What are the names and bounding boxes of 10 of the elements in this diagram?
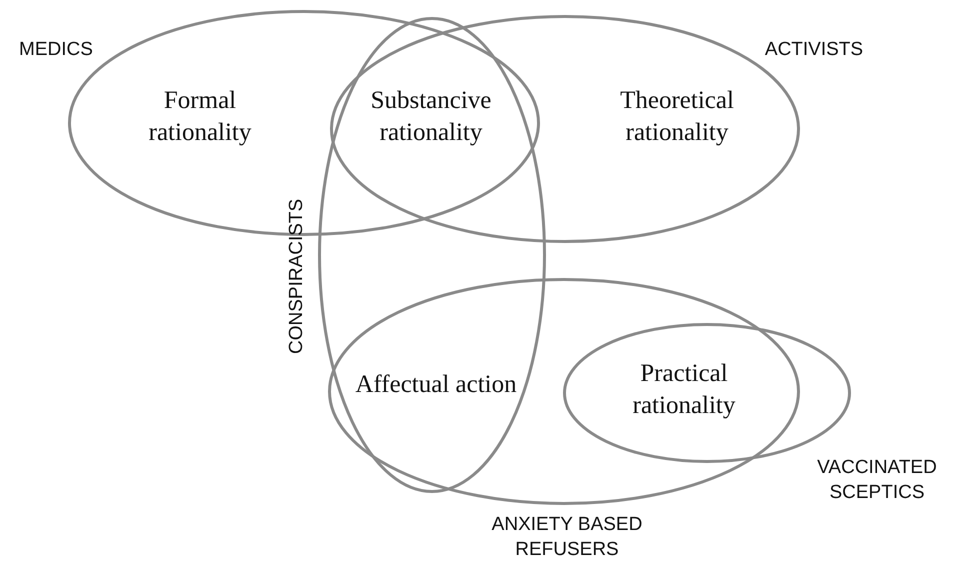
category-label: Formal rationality [148, 86, 252, 148]
category-label: Theoretical rationality [619, 86, 735, 148]
category-label: Affectual action [354, 370, 518, 400]
category-label: Substancive rationality [370, 86, 492, 148]
group-label: CONSPIRACISTS [285, 197, 308, 356]
group-label: ANXIETY BASED REFUSERS [490, 513, 644, 562]
group-label: VACCINATED SCEPTICS [816, 456, 938, 505]
category-label: Practical rationality [632, 358, 736, 421]
group-label: MEDICS [18, 38, 94, 62]
group-label: ACTIVISTS [764, 38, 864, 62]
